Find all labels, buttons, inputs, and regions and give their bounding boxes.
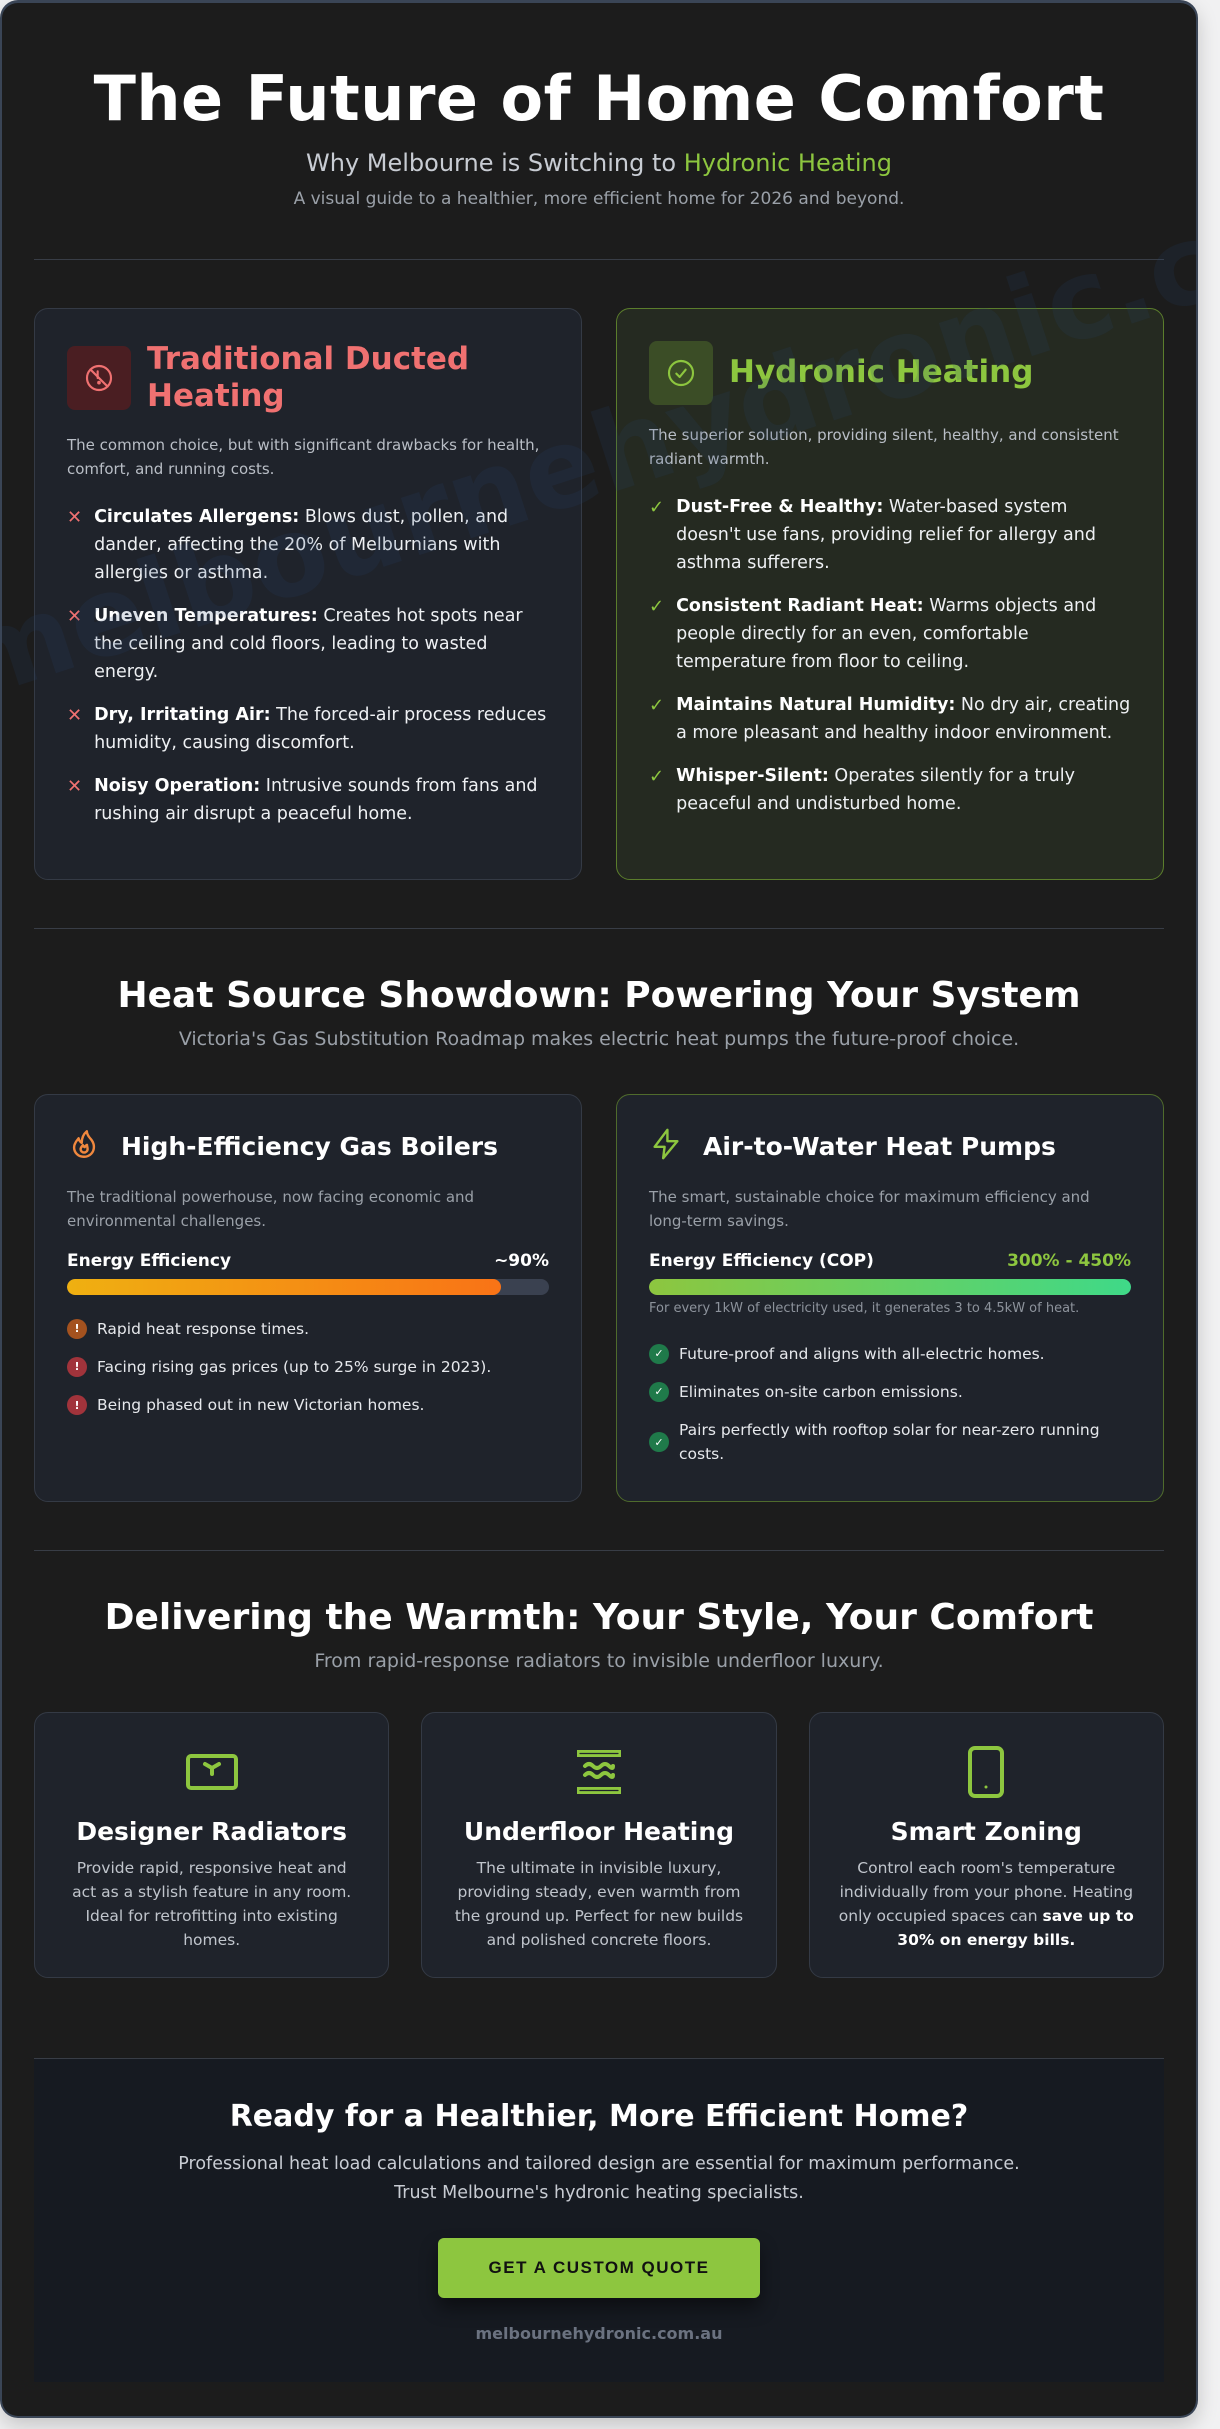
list-item: ✓Consistent Radiant Heat: Warms objects … bbox=[649, 592, 1131, 676]
card-description: The ultimate in invisible luxury, provid… bbox=[454, 1859, 744, 1950]
heat-pump-card: Air-to-Water Heat Pumps The smart, susta… bbox=[616, 1094, 1164, 1502]
smart-zoning-card: Smart Zoning Control each room's tempera… bbox=[808, 1712, 1164, 1978]
list-item: !Rapid heat response times. bbox=[67, 1317, 549, 1341]
x-icon: ✕ bbox=[67, 507, 83, 529]
page-title: The Future of Home Comfort bbox=[93, 62, 1105, 135]
list-item: ✓Pairs perfectly with rooftop solar for … bbox=[649, 1418, 1131, 1466]
efficiency-label: Energy Efficiency bbox=[67, 1251, 232, 1271]
alert-icon: ! bbox=[67, 1357, 87, 1378]
smartphone-icon bbox=[838, 1745, 1135, 1799]
divider bbox=[34, 259, 1164, 260]
check-icon: ✓ bbox=[649, 596, 665, 617]
radiator-icon bbox=[63, 1745, 360, 1799]
list-item: ✓Future-proof and aligns with all-electr… bbox=[649, 1342, 1131, 1366]
efficiency-value: 300% - 450% bbox=[1007, 1251, 1131, 1271]
section-title: Heat Source Showdown: Powering Your Syst… bbox=[117, 975, 1081, 1016]
infographic-page: melbournehydronic.com.au The Future of H… bbox=[0, 0, 1198, 2418]
section-title: Delivering the Warmth: Your Style, Your … bbox=[104, 1597, 1094, 1638]
check-badge-icon: ✓ bbox=[649, 1382, 669, 1403]
benefits-list: ✓Dust-Free & Healthy: Water-based system… bbox=[649, 493, 1131, 818]
card-description: The traditional powerhouse, now facing e… bbox=[67, 1188, 475, 1230]
traditional-ducted-card: Traditional Ducted Heating The common ch… bbox=[34, 308, 582, 880]
flame-icon bbox=[67, 1127, 101, 1165]
efficiency-note: For every 1kW of electricity used, it ge… bbox=[649, 1301, 1080, 1316]
alert-icon: ! bbox=[67, 1395, 87, 1416]
subtitle-accent: Hydronic Heating bbox=[683, 149, 892, 178]
list-item: !Being phased out in new Victorian homes… bbox=[67, 1393, 549, 1417]
gas-boiler-card: High-Efficiency Gas Boilers The traditio… bbox=[34, 1094, 582, 1502]
list-item: ✓Eliminates on-site carbon emissions. bbox=[649, 1380, 1131, 1404]
card-description: Provide rapid, responsive heat and act a… bbox=[72, 1859, 352, 1950]
list-item: ✓Whisper-Silent: Operates silently for a… bbox=[649, 762, 1131, 818]
page-subtitle: Why Melbourne is Switching to Hydronic H… bbox=[34, 149, 1164, 177]
check-badge-icon: ✓ bbox=[649, 1432, 669, 1453]
check-badge-icon: ✓ bbox=[649, 1344, 669, 1364]
list-item: ✓Dust-Free & Healthy: Water-based system… bbox=[649, 493, 1131, 577]
card-description: The smart, sustainable choice for maximu… bbox=[649, 1188, 1090, 1230]
list-item: ✓Maintains Natural Humidity: No dry air,… bbox=[649, 691, 1131, 747]
heat-source-section: Heat Source Showdown: Powering Your Syst… bbox=[34, 929, 1164, 1502]
efficiency-bar bbox=[67, 1279, 549, 1295]
cta-description: Professional heat load calculations and … bbox=[178, 2154, 1020, 2203]
hydronic-heating-card: Hydronic Heating The superior solution, … bbox=[616, 308, 1164, 880]
efficiency-row: Energy Efficiency (COP) 300% - 450% bbox=[649, 1251, 1131, 1271]
check-circle-icon bbox=[649, 341, 713, 405]
list-item: ✕Noisy Operation: Intrusive sounds from … bbox=[67, 772, 549, 828]
list-item: ✕Dry, Irritating Air: The forced-air pro… bbox=[67, 701, 549, 757]
underfloor-icon bbox=[450, 1745, 747, 1799]
get-custom-quote-button[interactable]: GET A CUSTOM QUOTE bbox=[438, 2237, 760, 2298]
card-title: Hydronic Heating bbox=[729, 354, 1034, 391]
gas-points-list: !Rapid heat response times. !Facing risi… bbox=[67, 1317, 549, 1417]
designer-radiators-card: Designer Radiators Provide rapid, respon… bbox=[34, 1712, 390, 1978]
underfloor-heating-card: Underfloor Heating The ultimate in invis… bbox=[421, 1712, 777, 1978]
cta-section: Ready for a Healthier, More Efficient Ho… bbox=[34, 2058, 1164, 2382]
check-icon: ✓ bbox=[649, 695, 665, 716]
warning-icon: ! bbox=[67, 1319, 87, 1339]
card-title: Air-to-Water Heat Pumps bbox=[703, 1131, 1056, 1161]
card-title: Traditional Ducted Heating bbox=[147, 341, 470, 415]
efficiency-bar-fill bbox=[67, 1279, 501, 1295]
card-title: Smart Zoning bbox=[890, 1817, 1082, 1846]
divider bbox=[34, 1550, 1164, 1551]
card-title: Underfloor Heating bbox=[463, 1817, 735, 1846]
card-title: High-Efficiency Gas Boilers bbox=[121, 1131, 498, 1161]
hero-header: The Future of Home Comfort Why Melbourne… bbox=[34, 3, 1164, 259]
lightning-icon bbox=[649, 1127, 683, 1165]
list-item: ✕Uneven Temperatures: Creates hot spots … bbox=[67, 602, 549, 686]
delivery-section: Delivering the Warmth: Your Style, Your … bbox=[34, 1551, 1164, 1978]
efficiency-label: Energy Efficiency (COP) bbox=[649, 1251, 874, 1271]
no-fan-icon bbox=[67, 346, 131, 411]
section-subtitle: Victoria's Gas Substitution Roadmap make… bbox=[178, 1028, 1020, 1050]
list-item: !Facing rising gas prices (up to 25% sur… bbox=[67, 1355, 549, 1379]
card-title: Designer Radiators bbox=[76, 1817, 347, 1846]
cta-title: Ready for a Healthier, More Efficient Ho… bbox=[229, 2099, 969, 2134]
card-description: The superior solution, providing silent,… bbox=[649, 426, 1119, 468]
efficiency-row: Energy Efficiency ~90% bbox=[67, 1251, 549, 1271]
pump-points-list: ✓Future-proof and aligns with all-electr… bbox=[649, 1342, 1131, 1466]
efficiency-bar-fill bbox=[649, 1279, 1131, 1295]
comparison-section: Traditional Ducted Heating The common ch… bbox=[34, 308, 1164, 880]
x-icon: ✕ bbox=[67, 776, 83, 798]
card-description: The common choice, but with significant … bbox=[67, 436, 540, 479]
efficiency-bar bbox=[649, 1279, 1131, 1295]
x-icon: ✕ bbox=[67, 606, 83, 628]
section-subtitle: From rapid-response radiators to invisib… bbox=[314, 1650, 884, 1672]
page-tagline: A visual guide to a healthier, more effi… bbox=[293, 189, 905, 210]
divider bbox=[34, 928, 1164, 929]
drawbacks-list: ✕Circulates Allergens: Blows dust, polle… bbox=[67, 503, 549, 828]
efficiency-value: ~90% bbox=[494, 1251, 549, 1271]
check-icon: ✓ bbox=[649, 497, 665, 518]
subtitle-prefix: Why Melbourne is Switching to bbox=[306, 149, 684, 178]
website-link[interactable]: melbournehydronic.com.au bbox=[475, 2323, 723, 2343]
x-icon: ✕ bbox=[67, 705, 83, 727]
list-item: ✕Circulates Allergens: Blows dust, polle… bbox=[67, 503, 549, 587]
check-icon: ✓ bbox=[649, 766, 665, 787]
card-description: Control each room's temperature individu… bbox=[838, 1859, 1134, 1950]
